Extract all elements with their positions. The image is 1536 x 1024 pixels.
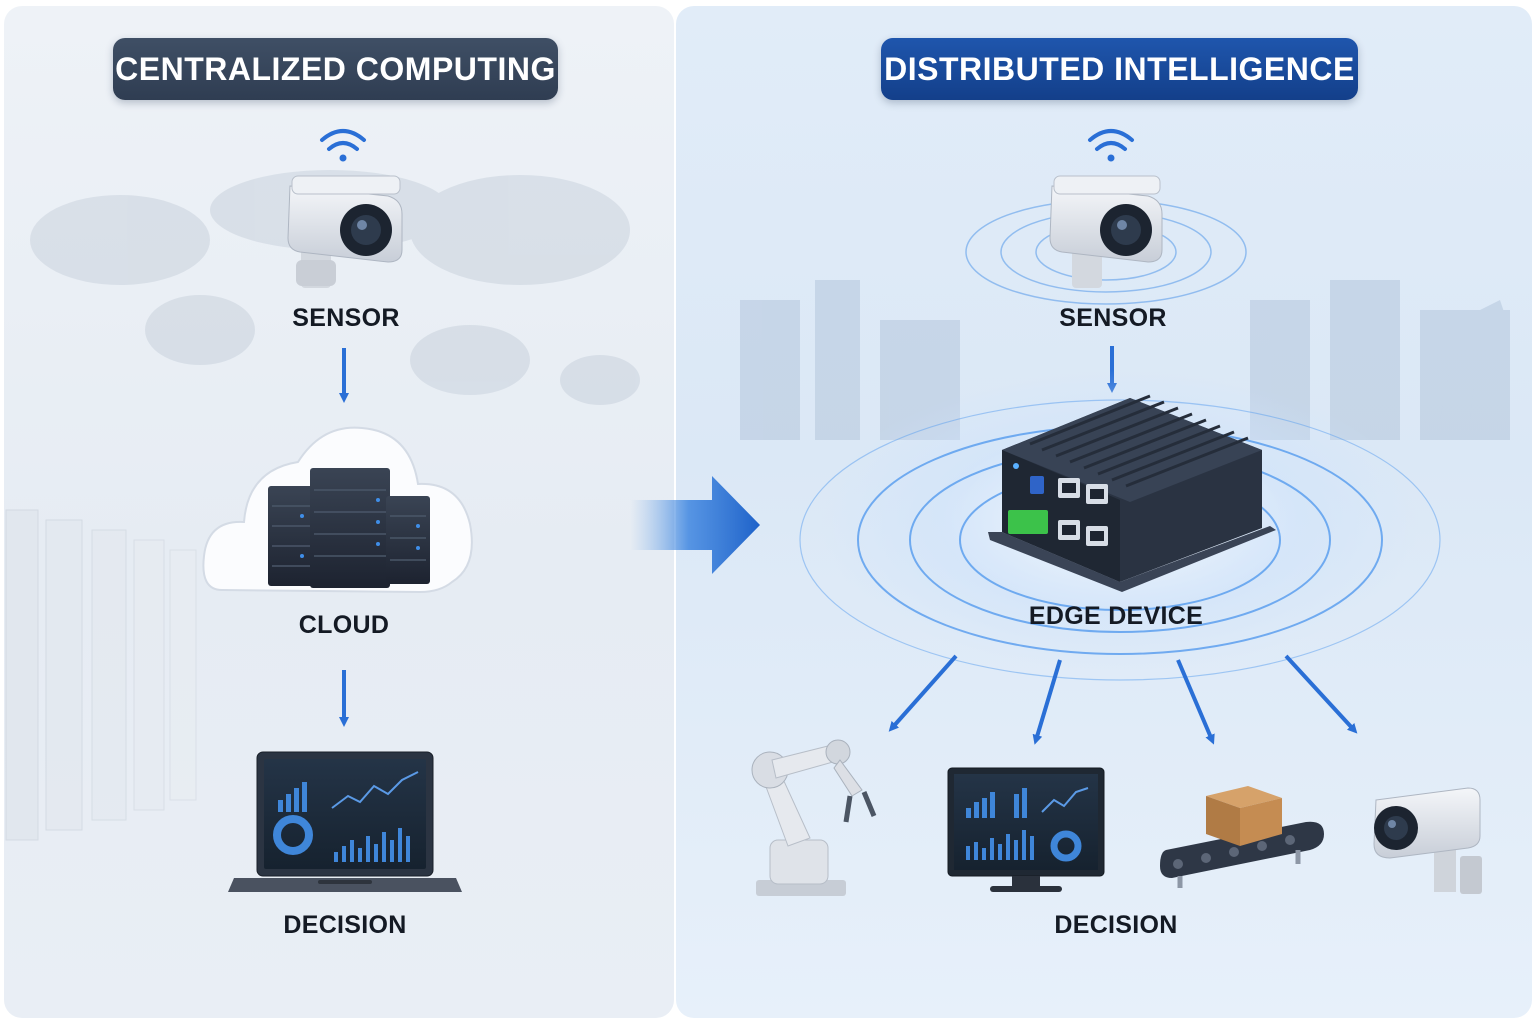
transition-arrow (630, 476, 760, 574)
arrow-edge-to-conveyor (1178, 660, 1212, 740)
edge-device-label: EDGE DEVICE (986, 602, 1246, 631)
right-decision-label: DECISION (986, 911, 1246, 940)
arrow-edge-to-monitor (1036, 660, 1060, 740)
right-sensor-label: SENSOR (983, 304, 1243, 333)
wifi-icon (1090, 131, 1132, 162)
output-camera-icon (1374, 788, 1482, 894)
monitor-icon (948, 768, 1104, 892)
centralized-title: CENTRALIZED COMPUTING (113, 38, 558, 100)
laptop-icon (228, 752, 462, 892)
left-decision-label: DECISION (215, 911, 475, 940)
wifi-icon (322, 131, 364, 162)
arrow-edge-to-robot (892, 656, 956, 728)
left-sensor-label: SENSOR (216, 304, 476, 333)
server-racks-background (6, 510, 196, 840)
camera-icon (1050, 176, 1162, 288)
box-icon (1206, 786, 1282, 846)
distributed-title: DISTRIBUTED INTELLIGENCE (881, 38, 1358, 100)
camera-icon (288, 176, 402, 288)
arrow-edge-to-camera (1286, 656, 1354, 730)
cloud-label: CLOUD (214, 611, 474, 640)
robot-arm-icon (752, 740, 874, 896)
